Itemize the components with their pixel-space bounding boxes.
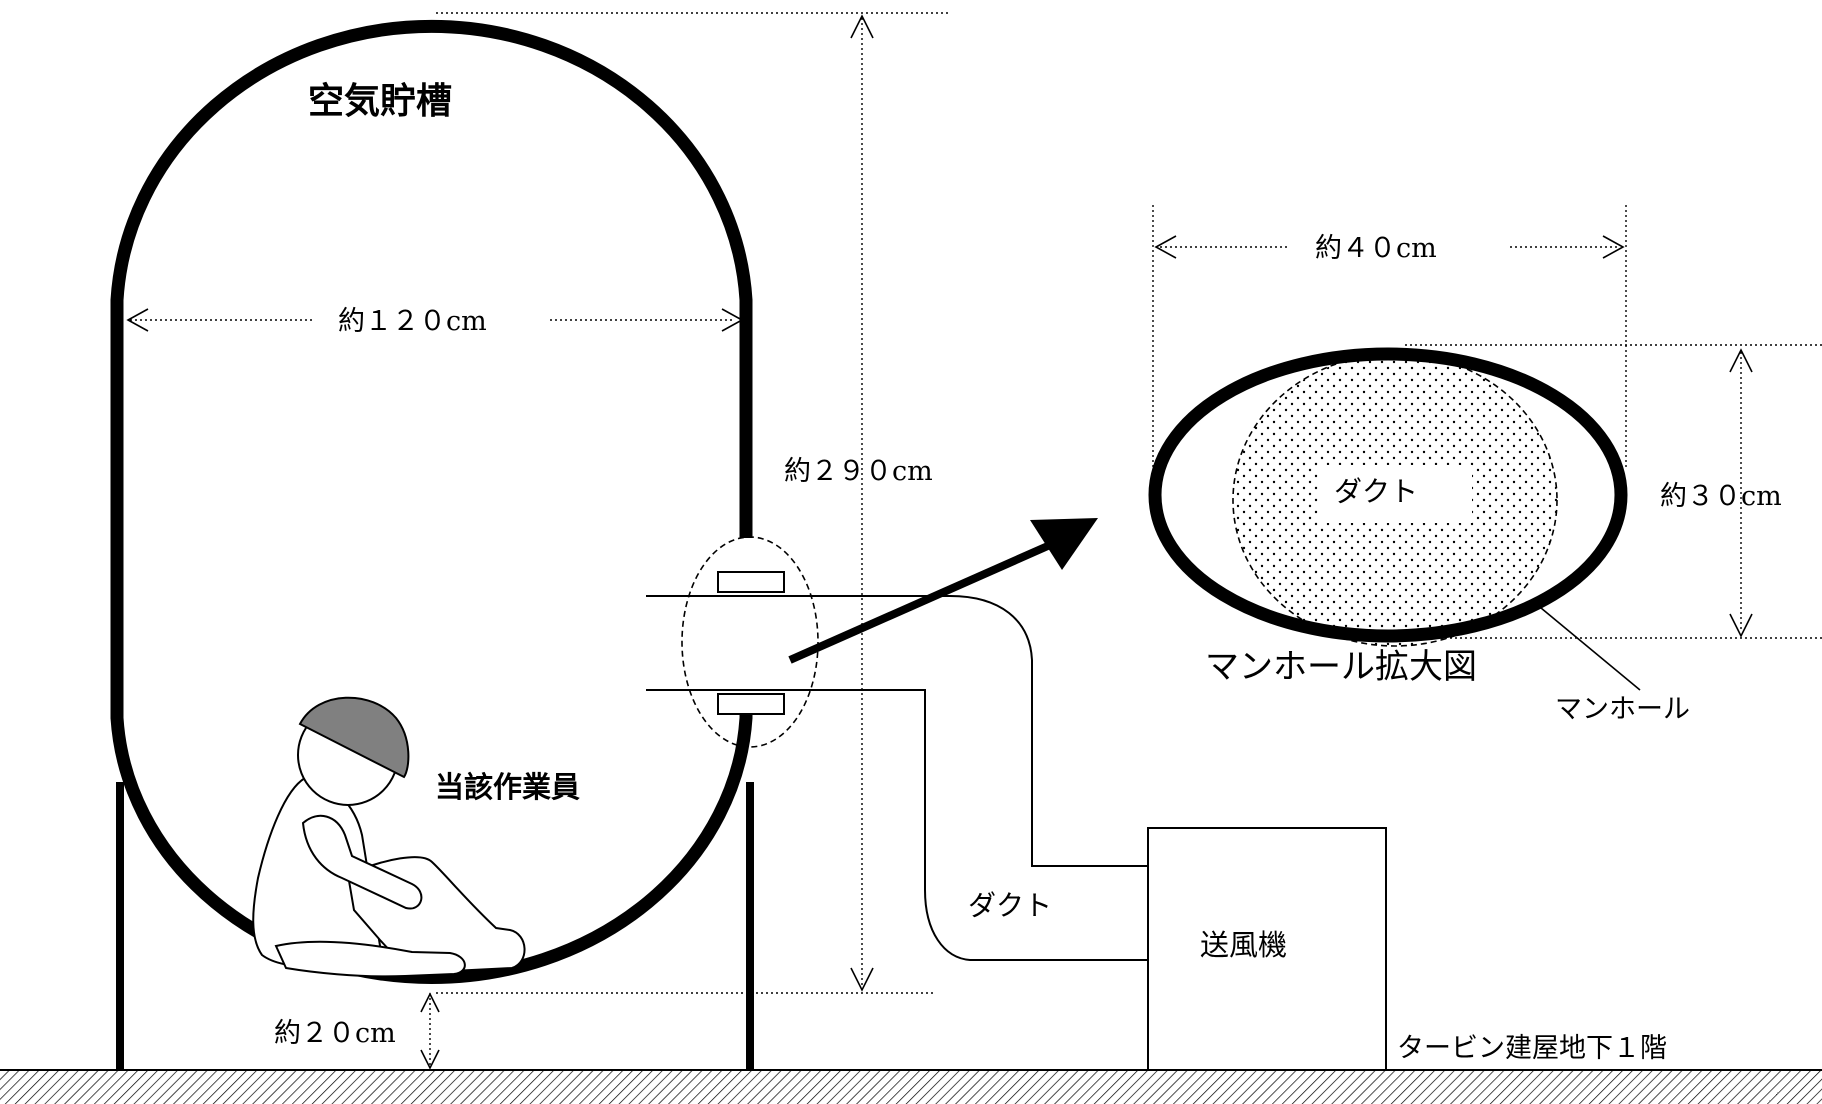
tank-dimension-guides <box>436 12 950 994</box>
fan: 送風機 <box>1147 827 1387 1071</box>
detail-callout-shaft <box>788 541 1052 664</box>
tank-width-arrow-left <box>126 308 149 332</box>
worker-torso <box>252 776 384 969</box>
tank-legs <box>116 782 754 1070</box>
duct-lower-outline <box>646 689 1148 961</box>
tank-width-arrow-right <box>721 308 744 332</box>
manhole-width-arrow-left <box>1154 235 1177 259</box>
tank-height-arrow-bottom <box>850 967 874 992</box>
detail-callout-head <box>1030 518 1098 570</box>
manhole-title: マンホール拡大図 <box>1205 647 1477 687</box>
floor-label: タービン建屋地下１階 <box>1397 1033 1667 1064</box>
tank-height-arrow-top <box>850 14 874 39</box>
manhole-duct-label-background <box>1318 465 1472 523</box>
helmet-icon <box>298 696 410 779</box>
manhole-label: マンホール <box>1555 694 1690 725</box>
duct: ダクト <box>646 595 1148 961</box>
clearance-arrow-bottom <box>420 1049 440 1070</box>
worker-arm <box>301 814 423 910</box>
tank-width-dimension: 約１２０cm <box>126 306 744 337</box>
manhole-height-label: 約３０cm <box>1660 481 1782 512</box>
tank-label: 空気貯槽 <box>308 81 452 122</box>
upper-flange <box>717 571 785 593</box>
tank-manhole-flanges <box>681 536 819 748</box>
lower-flange <box>717 693 785 715</box>
fan-label: 送風機 <box>1200 928 1287 962</box>
duct-label: ダクト <box>968 889 1052 922</box>
tank-width-label: 約１２０cm <box>338 306 487 337</box>
tank-height-label: 約２９０cm <box>784 456 933 487</box>
tank-height-dimension: 約２９０cm <box>784 14 933 992</box>
floor <box>0 1069 1822 1104</box>
manhole-width-label: 約４０cm <box>1315 233 1437 264</box>
manhole-detail-circle <box>681 536 819 748</box>
worker-label: 当該作業員 <box>435 770 580 804</box>
detail-callout-arrow <box>788 518 1098 664</box>
duct-upper-outline <box>646 595 1148 867</box>
clearance-arrow-top <box>420 992 440 1013</box>
manhole-leader-line <box>1534 602 1641 691</box>
fan-box <box>1147 827 1387 1071</box>
manhole-duct-label: ダクト <box>1334 475 1418 508</box>
clearance-dimension: 約２０cm <box>274 992 440 1070</box>
manhole-width-arrow-right <box>1602 235 1625 259</box>
worker-leg-right <box>274 940 466 978</box>
manhole-height-arrow-bottom <box>1729 613 1753 638</box>
floor-hatch <box>0 1070 1822 1104</box>
manhole-enlarged-view: ダクト 約４０cm 約３０cm マンホール マンホール拡大図 <box>1148 205 1822 725</box>
clearance-label: 約２０cm <box>274 1018 396 1049</box>
manhole-height-arrow-top <box>1729 348 1753 373</box>
air-tank-outline <box>110 19 753 984</box>
worker-figure <box>252 696 526 978</box>
